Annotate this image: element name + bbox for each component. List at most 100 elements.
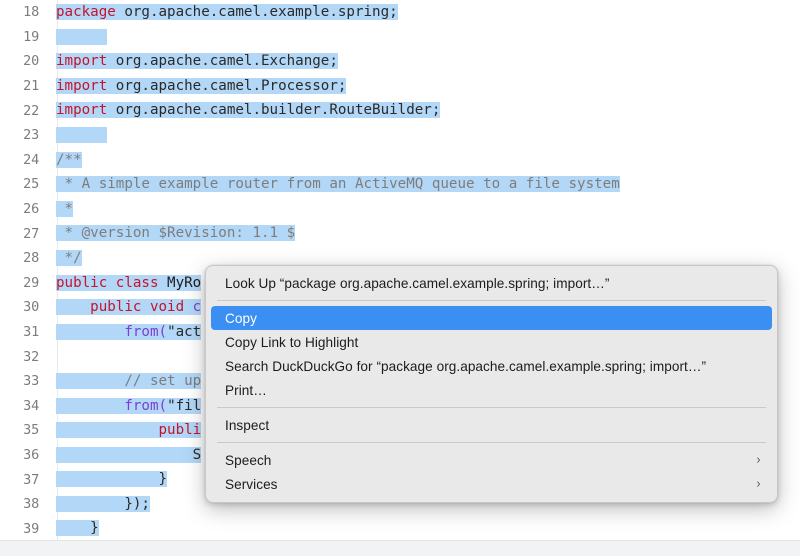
menu-item-label: Look Up “package org.apache.camel.exampl… [225,275,610,291]
menu-item-label: Speech [225,452,272,468]
code-line: 26 * [0,197,800,222]
selected-text: public void c [56,299,202,316]
code-line-text: * @version $Revision: 1.1 $ [50,221,296,246]
chevron-right-icon: › [756,476,761,492]
code-line-text: /** [50,148,82,173]
menu-item-label: Services [225,476,278,492]
token-plain [56,398,124,414]
code-line-text: package org.apache.camel.example.spring; [50,0,398,25]
code-line: 29 public class MyRo [0,271,800,296]
chevron-right-icon: › [756,452,761,468]
selected-text: import org.apache.camel.Exchange; [56,53,338,70]
line-number: 24 [23,151,39,168]
selected-text: package org.apache.camel.example.spring; [56,4,398,20]
menu-item-speech[interactable]: Speech › [211,448,772,472]
selected-text: publi [56,422,202,439]
token-plain: org.apache.camel.builder.RouteBuilder; [107,102,441,119]
code-line-text: from("fil [50,394,202,419]
code-line-text: public void c [50,295,202,320]
code-line-text: S [50,443,202,468]
selected-text: import org.apache.camel.Processor; [56,77,347,94]
code-line: 22 import org.apache.camel.builder.RouteB… [0,98,800,123]
code-line: 36 S [0,443,800,468]
code-line: 20 import org.apache.camel.Exchange; [0,49,800,74]
code-line: 34 from("fil [0,394,800,419]
menu-item-label: Inspect [225,417,270,433]
selected-text: } [56,520,99,537]
line-number: 29 [23,274,39,291]
code-line-text: public class MyRo [50,271,202,296]
token-str: "act [167,323,202,340]
line-number: 33 [23,373,39,390]
line-number: 19 [23,28,39,45]
selected-text: * @version $Revision: 1.1 $ [56,225,296,242]
token-kw: public class [56,274,168,291]
line-number: 26 [23,201,39,218]
code-line: 39 } [0,516,800,541]
token-cmt: /** [56,151,82,168]
code-line: 35 publi [0,418,800,443]
code-line-text: import org.apache.camel.builder.RouteBui… [50,98,441,123]
selected-text [56,126,108,143]
code-line-text: * A simple example router from an Active… [50,172,620,197]
token-fn: c [192,299,202,316]
code-line: 28 */ [0,246,800,271]
selected-text: S [56,446,202,463]
code-line: 23 [0,123,800,148]
token-cmt: * @version $Revision: 1.1 $ [56,225,296,242]
menu-separator [217,300,766,301]
selected-text: * A simple example router from an Active… [56,176,620,193]
code-line-text: } [50,467,168,492]
selected-text: } [56,471,168,488]
code-line: 31 from("act [0,320,800,345]
token-plain: org.apache.camel.Processor; [107,77,347,94]
token-cls: MyRo [167,274,202,291]
line-number: 21 [23,78,39,95]
page-bottom-edge [0,540,800,556]
code-line-text: import org.apache.camel.Exchange; [50,49,338,74]
selected-text: import org.apache.camel.builder.RouteBui… [56,102,441,119]
menu-item-services[interactable]: Services › [211,472,772,496]
menu-item-print[interactable]: Print… [211,378,772,402]
menu-item-label: Print… [225,382,267,398]
selected-text: }); [56,495,150,512]
token-plain: } [56,471,168,488]
token-kw: publi [158,422,202,439]
line-number: 32 [23,348,39,365]
line-number: 20 [23,53,39,70]
token-fn: from( [124,323,168,340]
browser-context-menu[interactable]: Look Up “package org.apache.camel.exampl… [205,265,778,503]
line-number: 25 [23,176,39,193]
token-kw: import [56,77,108,94]
gutter-divider [57,0,58,540]
menu-item-look-up[interactable]: Look Up “package org.apache.camel.exampl… [211,271,772,295]
code-line: 19 [0,25,800,50]
token-kw: package [56,4,116,20]
line-number: 39 [23,520,39,537]
menu-separator [217,442,766,443]
code-line-text: import org.apache.camel.Processor; [50,74,347,99]
line-number: 30 [23,299,39,316]
menu-item-inspect[interactable]: Inspect [211,413,772,437]
code-line-text: } [50,516,99,541]
token-plain [56,373,124,389]
code-line: 21 import org.apache.camel.Processor; [0,74,800,99]
menu-item-search-duckduckgo[interactable]: Search DuckDuckGo for “package org.apach… [211,354,772,378]
line-number: 23 [23,127,39,144]
token-cmt: * A simple example router from an Active… [56,176,620,193]
token-plain: org.apache.camel.Exchange; [107,53,338,70]
code-line: 37 } [0,467,800,492]
line-number: 36 [23,446,39,463]
line-number: 22 [23,102,39,119]
token-kw: public void [90,299,193,316]
selected-text: * [56,200,74,217]
token-plain: }); [56,495,150,512]
token-fn: from( [124,397,168,414]
menu-item-copy[interactable]: Copy [211,306,772,330]
token-kw: import [56,53,108,70]
selected-text: from("fil [56,397,202,414]
menu-separator [217,407,766,408]
menu-item-copy-link-to-highlight[interactable]: Copy Link to Highlight [211,330,772,354]
